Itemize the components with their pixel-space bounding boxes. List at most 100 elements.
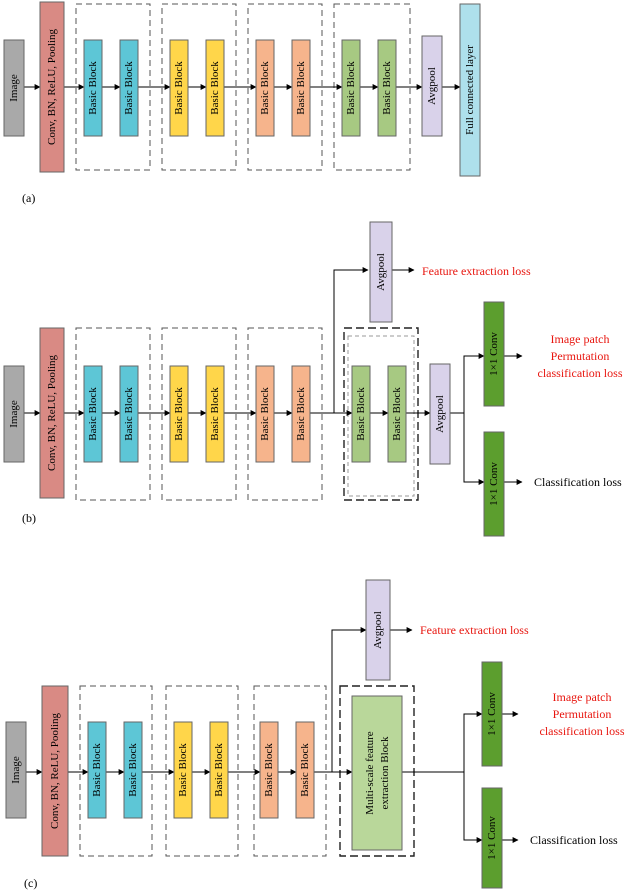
- classification-loss-label: Classification loss: [530, 833, 618, 847]
- stage-group-2: [165, 685, 239, 857]
- basic-block: Basic Block: [123, 721, 143, 819]
- svg-text:extraction Block: extraction Block: [379, 736, 391, 810]
- svg-text:Basic Block: Basic Block: [173, 387, 185, 441]
- svg-text:Basic Block: Basic Block: [173, 61, 185, 115]
- stage-group-4-light: [347, 335, 415, 497]
- svg-text:Basic Block: Basic Block: [127, 743, 139, 797]
- svg-text:Basic Block: Basic Block: [263, 743, 275, 797]
- patch-loss-line-2: Permutation: [551, 349, 610, 363]
- basic-block: Basic Block: [291, 365, 311, 463]
- svg-text:1×1 Conv: 1×1 Conv: [486, 692, 498, 736]
- svg-text:Basic Block: Basic Block: [295, 61, 307, 115]
- svg-text:Multi-scale feature: Multi-scale feature: [364, 731, 376, 814]
- fully-connected-layer: Full connected layer: [459, 3, 481, 177]
- avgpool-block: Avgpool: [429, 363, 451, 465]
- basic-block: Basic Block: [259, 721, 279, 819]
- stage-group-4: [339, 685, 415, 857]
- basic-block: Basic Block: [255, 365, 275, 463]
- svg-text:Full connected layer: Full connected layer: [464, 45, 476, 135]
- svg-text:Basic Block: Basic Block: [91, 743, 103, 797]
- basic-block: Basic Block: [119, 365, 139, 463]
- basic-block: Basic Block: [291, 39, 311, 137]
- stage-group-1: [79, 685, 153, 857]
- panel-a: Image Conv, BN, ReLU, Pooling Basic Bloc…: [3, 1, 481, 205]
- basic-block: Basic Block: [173, 721, 193, 819]
- basic-block: Basic Block: [341, 39, 361, 137]
- svg-text:Basic Block: Basic Block: [87, 387, 99, 441]
- stage-group-3: [253, 685, 327, 857]
- basic-block: Basic Block: [209, 721, 229, 819]
- basic-block: Basic Block: [83, 39, 103, 137]
- basic-block: Basic Block: [377, 39, 397, 137]
- svg-text:Basic Block: Basic Block: [209, 387, 221, 441]
- svg-text:Conv, BN, ReLU, Pooling: Conv, BN, ReLU, Pooling: [49, 712, 61, 829]
- patch-loss-line-3: classification loss: [538, 366, 623, 380]
- panel-caption: (b): [22, 511, 36, 525]
- svg-text:Basic Block: Basic Block: [259, 61, 271, 115]
- patch-loss-line-3: classification loss: [540, 724, 625, 738]
- classification-loss-label: Classification loss: [534, 475, 622, 489]
- basic-block: Basic Block: [205, 365, 225, 463]
- svg-text:Basic Block: Basic Block: [295, 387, 307, 441]
- basic-block: Basic Block: [351, 365, 371, 463]
- svg-text:Basic Block: Basic Block: [345, 61, 357, 115]
- patch-loss-line-1: Image patch: [551, 332, 610, 346]
- svg-text:Basic Block: Basic Block: [87, 61, 99, 115]
- conv1x1-block: 1×1 Conv: [481, 787, 503, 889]
- basic-block: Basic Block: [119, 39, 139, 137]
- panel-caption: (a): [22, 191, 35, 205]
- conv1x1-block: 1×1 Conv: [483, 301, 505, 407]
- basic-block: Basic Block: [169, 39, 189, 137]
- image-input: Image: [3, 365, 25, 463]
- svg-text:Conv, BN, ReLU, Pooling: Conv, BN, ReLU, Pooling: [46, 354, 58, 471]
- basic-block: Basic Block: [205, 39, 225, 137]
- svg-text:Avgpool: Avgpool: [426, 67, 438, 105]
- svg-text:Basic Block: Basic Block: [209, 61, 221, 115]
- svg-text:Basic Block: Basic Block: [213, 743, 225, 797]
- panel-b: Image Conv, BN, ReLU, Pooling Basic Bloc…: [3, 221, 623, 537]
- basic-block: Basic Block: [295, 721, 315, 819]
- feature-extraction-loss-label: Feature extraction loss: [422, 264, 531, 278]
- svg-text:Basic Block: Basic Block: [177, 743, 189, 797]
- basic-block: Basic Block: [387, 365, 407, 463]
- basic-block: Basic Block: [255, 39, 275, 137]
- panel-caption: (c): [24, 876, 37, 890]
- conv-stem: Conv, BN, ReLU, Pooling: [39, 327, 65, 499]
- basic-block: Basic Block: [87, 721, 107, 819]
- conv1x1-block: 1×1 Conv: [483, 431, 505, 537]
- basic-block: Basic Block: [83, 365, 103, 463]
- svg-text:Image: Image: [10, 756, 22, 784]
- patch-loss-line-2: Permutation: [553, 707, 612, 721]
- svg-text:1×1 Conv: 1×1 Conv: [486, 816, 498, 860]
- svg-text:Image: Image: [8, 74, 20, 102]
- avgpool-branch-block: Avgpool: [369, 221, 393, 323]
- svg-text:Basic Block: Basic Block: [381, 61, 393, 115]
- feature-extraction-loss-label: Feature extraction loss: [420, 623, 529, 637]
- panel-c: Image Conv, BN, ReLU, Pooling Basic Bloc…: [5, 579, 625, 890]
- image-input: Image: [5, 721, 27, 819]
- svg-text:Conv, BN, ReLU, Pooling: Conv, BN, ReLU, Pooling: [46, 28, 58, 145]
- svg-text:Avgpool: Avgpool: [372, 611, 384, 649]
- image-input: Image: [3, 39, 25, 137]
- svg-text:Basic Block: Basic Block: [299, 743, 311, 797]
- svg-text:Basic Block: Basic Block: [123, 61, 135, 115]
- svg-text:Avgpool: Avgpool: [434, 395, 446, 433]
- svg-text:Basic Block: Basic Block: [355, 387, 367, 441]
- svg-text:Avgpool: Avgpool: [375, 253, 387, 291]
- avgpool-block: Avgpool: [421, 35, 443, 137]
- conv-stem: Conv, BN, ReLU, Pooling: [39, 1, 65, 173]
- avgpool-branch-block: Avgpool: [365, 579, 391, 681]
- patch-loss-line-1: Image patch: [553, 690, 612, 704]
- stage-group-3: [247, 327, 323, 501]
- stage-group-2: [161, 327, 237, 501]
- svg-text:1×1 Conv: 1×1 Conv: [488, 462, 500, 506]
- basic-block: Basic Block: [169, 365, 189, 463]
- svg-text:Image: Image: [8, 400, 20, 428]
- conv-stem: Conv, BN, ReLU, Pooling: [41, 685, 69, 857]
- svg-text:1×1 Conv: 1×1 Conv: [488, 332, 500, 376]
- svg-text:Basic Block: Basic Block: [391, 387, 403, 441]
- svg-text:Basic Block: Basic Block: [259, 387, 271, 441]
- stage-group-1: [75, 327, 151, 501]
- multi-scale-feature-extraction-block: Multi-scale feature extraction Block: [351, 695, 403, 851]
